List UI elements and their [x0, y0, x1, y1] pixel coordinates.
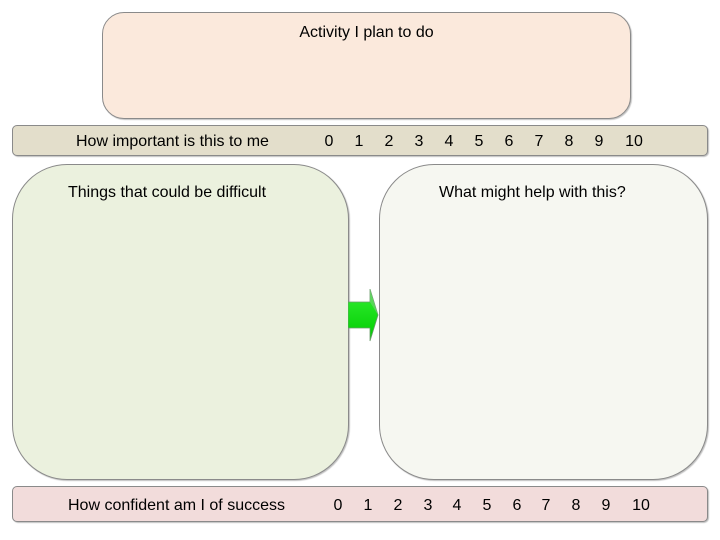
difficult-title: Things that could be difficult — [68, 184, 267, 201]
importance-scale-7: 7 — [534, 133, 544, 150]
importance-scale-9: 9 — [594, 133, 604, 150]
activity-title: Activity I plan to do — [299, 24, 434, 41]
confidence-scale-5: 5 — [482, 497, 492, 514]
right-arrow-icon — [348, 289, 379, 342]
confidence-scale-1: 1 — [363, 497, 373, 514]
confidence-scale-9: 9 — [601, 497, 611, 514]
confidence-scale-2: 2 — [393, 497, 403, 514]
importance-scale-0: 0 — [324, 133, 334, 150]
confidence-scale-0: 0 — [333, 497, 343, 514]
difficult-box: Things that could be difficult — [12, 164, 349, 480]
importance-scale-5: 5 — [474, 133, 484, 150]
importance-scale-3: 3 — [414, 133, 424, 150]
confidence-scale-10: 10 — [632, 497, 650, 514]
confidence-scale-3: 3 — [423, 497, 433, 514]
confidence-scale-8: 8 — [571, 497, 581, 514]
confidence-scale-bar: How confident am I of success 0 1 2 3 4 … — [12, 486, 708, 522]
help-title: What might help with this? — [439, 184, 626, 201]
activity-box: Activity I plan to do — [102, 12, 631, 119]
importance-scale-bar: How important is this to me 0 1 2 3 4 5 … — [12, 125, 708, 156]
confidence-scale-7: 7 — [541, 497, 551, 514]
help-box: What might help with this? — [379, 164, 708, 480]
confidence-scale-4: 4 — [452, 497, 462, 514]
importance-scale-10: 10 — [625, 133, 643, 150]
importance-scale-8: 8 — [564, 133, 574, 150]
importance-scale-6: 6 — [504, 133, 514, 150]
importance-label: How important is this to me — [76, 133, 269, 150]
confidence-scale-6: 6 — [512, 497, 522, 514]
confidence-label: How confident am I of success — [68, 497, 285, 514]
importance-scale-2: 2 — [384, 133, 394, 150]
importance-scale-4: 4 — [444, 133, 454, 150]
importance-scale-1: 1 — [354, 133, 364, 150]
